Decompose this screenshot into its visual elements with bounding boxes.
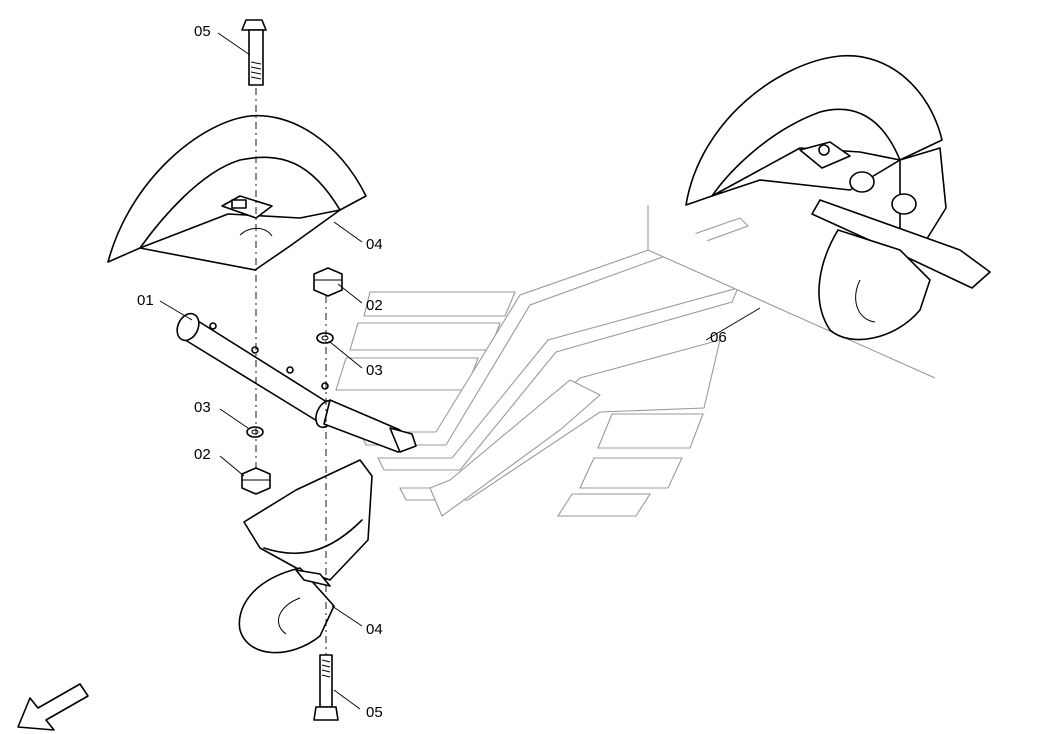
- nut-left: [241, 467, 271, 495]
- shaft: [176, 312, 417, 453]
- callout-05-top: 05: [194, 23, 211, 40]
- leader-lines: [159, 32, 761, 710]
- upper-shell: [107, 114, 367, 271]
- callout-05-bottom: 05: [366, 704, 383, 721]
- arrow-down-left-icon: [17, 683, 89, 731]
- callout-04-top: 04: [366, 236, 383, 253]
- bolt-top: [241, 19, 267, 86]
- callout-04-bottom: 04: [366, 621, 383, 638]
- bolt-bottom: [313, 654, 339, 721]
- lower-shell: [238, 459, 373, 654]
- callout-02-right: 02: [366, 297, 383, 314]
- nut-right: [313, 267, 343, 297]
- assembled-unit: [685, 55, 991, 341]
- callout-02-left: 02: [194, 446, 211, 463]
- callout-06: 06: [710, 329, 727, 346]
- washer-right: [316, 332, 334, 344]
- callout-03-left: 03: [194, 399, 211, 416]
- washer-left: [246, 426, 264, 438]
- callout-01: 01: [137, 292, 154, 309]
- callout-03-right: 03: [366, 362, 383, 379]
